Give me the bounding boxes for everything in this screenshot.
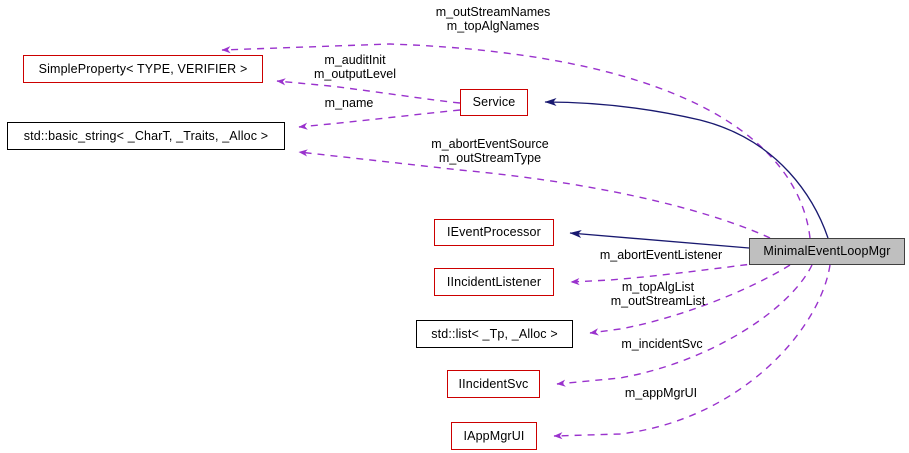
edge-label-line: m_abortEventListener <box>599 248 723 262</box>
class-node-ieventprocessor[interactable]: IEventProcessor <box>434 219 554 246</box>
edge-label-line: m_abortEventSource <box>431 137 549 151</box>
edge-label-line: m_outStreamNames <box>435 5 551 19</box>
class-node-label: std::basic_string< _CharT, _Traits, _All… <box>23 128 269 143</box>
edge-label-line: m_name <box>324 96 374 110</box>
edge-label-aborteventlistener: m_abortEventListener <box>599 248 723 263</box>
class-node-label: MinimalEventLoopMgr <box>763 244 891 259</box>
edge-label-line: m_incidentSvc <box>621 337 703 351</box>
class-node-stdlist[interactable]: std::list< _Tp, _Alloc > <box>416 320 573 348</box>
edge-label-line: m_appMgrUI <box>624 386 698 400</box>
class-node-basicstring[interactable]: std::basic_string< _CharT, _Traits, _All… <box>7 122 285 150</box>
edge-label-line: m_outputLevel <box>313 66 397 81</box>
class-node-simpleproperty[interactable]: SimpleProperty< TYPE, VERIFIER > <box>23 55 263 83</box>
edge-label-line: m_outStreamType <box>438 150 542 165</box>
edge-label-incidentsvc: m_incidentSvc <box>621 337 703 352</box>
class-node-minimaleventloopmgr[interactable]: MinimalEventLoopMgr <box>749 238 905 265</box>
class-node-iappmgrui[interactable]: IAppMgrUI <box>451 422 537 450</box>
edge-label-appmgrui: m_appMgrUI <box>624 386 698 401</box>
class-node-label: IEventProcessor <box>447 225 541 240</box>
class-node-label: std::list< _Tp, _Alloc > <box>431 326 558 341</box>
edge-label-topalglist: m_topAlgList m_outStreamList <box>610 280 706 308</box>
edge-label-name: m_name <box>324 96 374 111</box>
edge-m-name <box>298 109 461 130</box>
edge-label-line: m_outStreamList <box>610 293 706 308</box>
edge-inherit-service <box>544 98 829 239</box>
edge-label-auditinit: m_auditInit m_outputLevel <box>313 53 397 81</box>
edge-label-line: m_topAlgNames <box>446 18 540 33</box>
class-node-label: Service <box>472 95 516 110</box>
edge-label-line: m_topAlgList <box>621 280 695 294</box>
class-node-service[interactable]: Service <box>460 89 528 116</box>
edge-inherit-ieventprocessor <box>569 229 750 249</box>
edge-label-outstreamnames: m_outStreamNames m_topAlgNames <box>435 5 551 33</box>
edge-label-line: m_auditInit <box>324 53 386 67</box>
edge-label-aborteventsource: m_abortEventSource m_outStreamType <box>431 137 549 165</box>
class-node-iincidentlistener[interactable]: IIncidentListener <box>434 268 554 296</box>
class-node-iincidentsvc[interactable]: IIncidentSvc <box>447 370 540 398</box>
class-node-label: IAppMgrUI <box>463 428 525 443</box>
class-node-label: IIncidentListener <box>446 274 542 289</box>
class-node-label: IIncidentSvc <box>458 376 529 391</box>
class-node-label: SimpleProperty< TYPE, VERIFIER > <box>38 61 248 76</box>
